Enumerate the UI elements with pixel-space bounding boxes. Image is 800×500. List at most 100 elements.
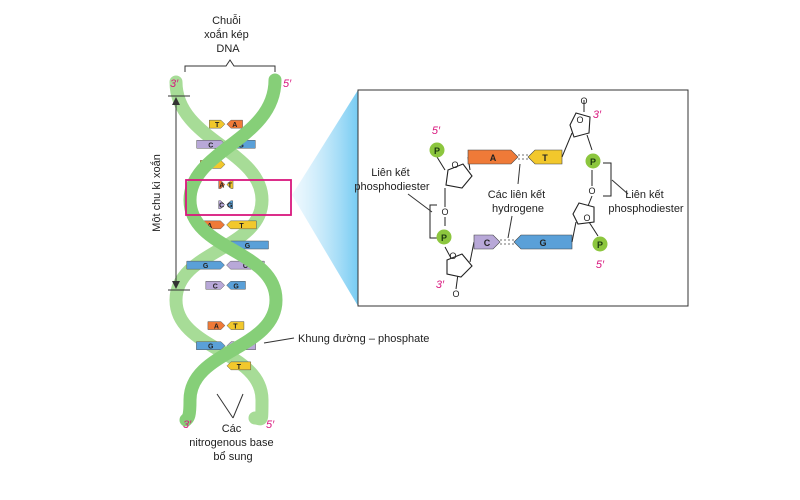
strand-end-top-left: 3′ bbox=[170, 78, 179, 90]
base-letter: G bbox=[245, 243, 251, 250]
phosphate-group: P bbox=[592, 236, 608, 252]
zoom-end-5-bottom: 5′ bbox=[596, 259, 605, 271]
sugar-right-lower bbox=[572, 202, 595, 225]
helix-width-brace bbox=[184, 59, 276, 72]
base-letter: A bbox=[219, 183, 224, 190]
zoom-backbone bbox=[429, 100, 612, 290]
nucleotide-base bbox=[196, 341, 226, 350]
phosphate-groups: P P P P bbox=[429, 142, 608, 252]
base-letter: A bbox=[232, 122, 237, 129]
nucleotide-base bbox=[205, 281, 225, 290]
base-letter: C bbox=[213, 283, 218, 290]
zoom-base-letter: G bbox=[539, 238, 546, 248]
phosphate-group: P bbox=[436, 229, 452, 245]
base-letter: G bbox=[233, 283, 239, 290]
zoom-base-pairs: A T C G bbox=[467, 132, 577, 263]
nucleotide-base bbox=[218, 200, 226, 209]
oxygen-label: O bbox=[449, 251, 456, 261]
phosphodiester-right-label: Liên kết phosphodiester bbox=[608, 189, 684, 215]
phosphodiester-left-pointer bbox=[407, 193, 433, 213]
zoom-nucleotide-base bbox=[527, 149, 563, 165]
oxygen-label: O bbox=[451, 160, 458, 170]
strand-end-top-right: 5′ bbox=[283, 78, 292, 90]
base-letter: C bbox=[219, 203, 224, 210]
zoom-cone bbox=[292, 90, 358, 306]
nucleotide-base bbox=[226, 281, 246, 290]
zoom-nucleotide-base bbox=[467, 149, 519, 165]
helix-turn-label: Một chu kì xoắn bbox=[150, 154, 163, 232]
base-letter: T bbox=[215, 122, 220, 129]
backbone-pointer bbox=[263, 337, 295, 344]
sugar-right-upper bbox=[569, 112, 591, 138]
zoom-end-5-top: 5′ bbox=[432, 125, 441, 137]
nucleotide-base bbox=[226, 361, 252, 371]
glycosidic-bond bbox=[571, 221, 577, 243]
oxygen-label: O bbox=[583, 213, 590, 223]
zoom-base-letter: A bbox=[490, 153, 497, 163]
hydrogen-bonds-label: Các liên kết hydrogene bbox=[488, 189, 549, 215]
phosphodiester-left-label: Liên kết phosphodiester bbox=[354, 167, 430, 193]
base-letter: C bbox=[243, 263, 248, 270]
zoom-end-labels: 5′ 3′ 3′ 5′ bbox=[432, 109, 605, 291]
nucleotide-base bbox=[226, 321, 245, 330]
glycosidic-bond bbox=[469, 241, 475, 263]
sugar-left-lower bbox=[446, 253, 473, 278]
backbone-strand-back bbox=[169, 75, 269, 426]
base-letter: G bbox=[227, 203, 233, 210]
bases-pointer bbox=[216, 393, 244, 419]
zoom-nucleotide-base bbox=[513, 234, 573, 250]
oxygen-label: O bbox=[576, 115, 583, 125]
backbone-oxygens: O O O O O O O O bbox=[441, 96, 595, 299]
phosphate-group: P bbox=[585, 153, 601, 169]
sugar-left-upper bbox=[445, 163, 473, 189]
oxygen-label: O bbox=[441, 207, 448, 217]
base-letter: A bbox=[214, 324, 219, 331]
oxygen-label: O bbox=[588, 186, 595, 196]
nucleotide-base bbox=[226, 220, 257, 230]
zoom-base-letter: T bbox=[542, 153, 548, 163]
hydrogen-bonds-pointer bbox=[507, 163, 521, 239]
oxygen-label: O bbox=[452, 289, 459, 299]
backbone-strand-front bbox=[179, 73, 283, 427]
nucleotide-base bbox=[209, 119, 226, 129]
backbone-label: Khung đường – phosphate bbox=[298, 333, 429, 345]
base-letter: C bbox=[208, 142, 213, 149]
glycosidic-bond bbox=[561, 132, 573, 158]
zoom-end-3-bottom: 3′ bbox=[436, 279, 445, 291]
helix-title: Chuỗi xoắn kép DNA bbox=[204, 14, 252, 55]
nucleotide-base bbox=[207, 321, 226, 330]
phosphodiester-right-pointer bbox=[611, 179, 629, 195]
highlight-box bbox=[185, 179, 292, 216]
phosphate-group: P bbox=[429, 142, 445, 158]
base-letter: G bbox=[208, 344, 214, 351]
nucleotide-base bbox=[186, 260, 225, 270]
base-letter: G bbox=[203, 263, 209, 270]
base-letter: T bbox=[233, 324, 238, 331]
base-pair: T bbox=[226, 361, 252, 371]
zoom-end-3-top: 3′ bbox=[593, 109, 602, 121]
base-letter: A bbox=[207, 223, 212, 230]
strand-end-bottom-left: 3′ bbox=[183, 419, 192, 431]
base-letter: T bbox=[228, 183, 233, 190]
svg-text:P: P bbox=[434, 146, 440, 156]
svg-text:P: P bbox=[590, 157, 596, 167]
zoom-nucleotide-base bbox=[473, 234, 501, 250]
base-letter: G bbox=[238, 142, 244, 149]
nucleotide-base bbox=[226, 119, 243, 129]
zoom-base-letter: C bbox=[484, 238, 491, 248]
helix-turn-measure bbox=[168, 95, 190, 291]
svg-text:P: P bbox=[597, 240, 603, 250]
bases-label: Các nitrogenous base bổ sung bbox=[189, 423, 276, 463]
oxygen-label: O bbox=[580, 96, 587, 106]
nucleotide-base bbox=[226, 200, 234, 209]
deoxyribose-sugars bbox=[445, 112, 595, 278]
base-letter: T bbox=[239, 223, 244, 230]
svg-text:P: P bbox=[441, 233, 447, 243]
strand-end-bottom-right: 5′ bbox=[266, 419, 275, 431]
